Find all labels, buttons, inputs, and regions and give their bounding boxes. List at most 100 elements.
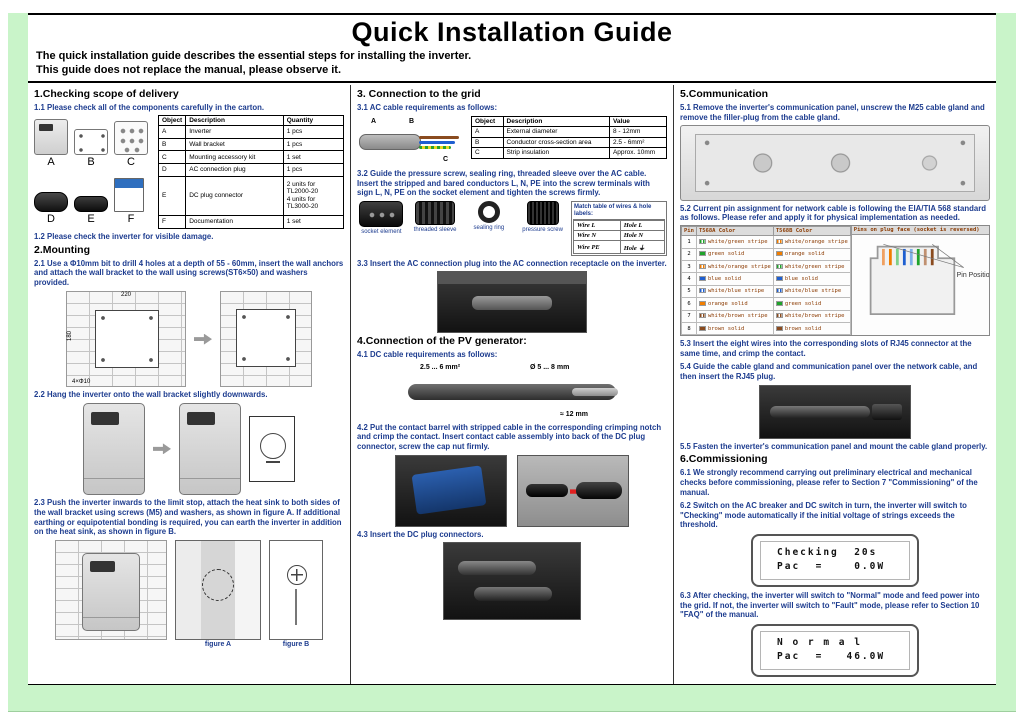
t568b-color: white/orange stripe — [772, 235, 851, 249]
inverter-drawing — [179, 402, 241, 495]
step-2-2: 2.2 Hang the inverter onto the wall brac… — [34, 390, 268, 400]
dc-cable-diagram: 2.5 ... 6 mm² Ø 5 ... 8 mm ≈ 12 mm — [402, 362, 622, 420]
sealing-ring-label: sealing ring — [473, 225, 505, 232]
intro-line-2: This guide does not replace the manual, … — [36, 63, 342, 76]
mounting-kit-image — [114, 120, 148, 155]
communication-panel-image — [680, 124, 990, 201]
cell-object: B — [471, 136, 504, 149]
socket-element-label: socket element — [361, 229, 402, 236]
socket-element-part: socket element — [357, 201, 406, 236]
cell-description: Strip insulation — [502, 147, 610, 159]
dc-cable-image — [408, 383, 618, 400]
color-swatch — [698, 251, 706, 257]
wall-drilling-figure: 220 180 4×Φ10 — [34, 291, 344, 388]
step-5-5: 5.5 Fasten the inverter's communication … — [680, 441, 988, 451]
figure-wall-inverter — [55, 540, 167, 641]
pressure-screw-part: pressure screw — [518, 201, 567, 234]
plug-face-header: Pins on plug face (socket is reversed) — [851, 226, 989, 236]
figure-b-label: figure B — [282, 641, 310, 649]
hole-cell: Hole L — [619, 220, 666, 232]
color-swatch — [698, 325, 706, 331]
color-name: white/green stripe — [784, 263, 845, 270]
cell-quantity: 1 pcs — [282, 163, 345, 177]
wall-bracket-image — [74, 128, 108, 155]
t568b-color: white/brown stripe — [772, 309, 851, 323]
lcd-line-1: N o r m a l — [777, 637, 862, 649]
lcd-display-checking: Checking 20s Pac = 0.0W — [751, 534, 919, 587]
lcd-line-2: Pac = 46.0W — [777, 651, 886, 663]
pin-number: 1 — [681, 235, 697, 249]
delivery-components-figure: A B C D E — [34, 114, 345, 229]
ac-cable-requirements-figure: A B C Object Description Value — [357, 115, 668, 166]
figure-b-wrap: figure B — [269, 540, 323, 648]
step-5-4: 5.4 Guide the cable gland and communicat… — [680, 361, 978, 381]
hang-inverter-figure — [34, 402, 344, 495]
wire-n — [419, 140, 455, 144]
t568a-color: brown solid — [695, 321, 774, 336]
cable-sheath — [359, 133, 421, 150]
wall-bracket-plate — [95, 310, 159, 369]
color-name: white/brown stripe — [707, 313, 768, 320]
sealing-ring-image — [477, 201, 500, 224]
rj45-plug-face-panel: Pins on plug face (socket is reversed) — [850, 226, 989, 336]
col-object: Object — [157, 114, 187, 127]
color-swatch — [775, 251, 783, 257]
col-quantity: Quantity — [282, 114, 345, 127]
figure-a-image — [175, 540, 261, 641]
step-3-3: 3.3 Insert the AC connection plug into t… — [357, 259, 667, 269]
t568b-color: green solid — [772, 297, 851, 311]
lcd-screen: N o r m a l Pac = 46.0W — [760, 631, 910, 670]
t568a-color: blue solid — [695, 272, 774, 286]
step-5-2: 5.2 Current pin assignment for network c… — [680, 203, 987, 223]
color-name: blue solid — [707, 276, 742, 283]
cell-description: External diameter — [502, 126, 610, 138]
step-4-2: 4.2 Put the contact barrel with stripped… — [357, 422, 662, 452]
t568a-color: white/green stripe — [695, 235, 774, 249]
color-name: orange solid — [707, 300, 748, 307]
label-c: C — [127, 155, 135, 168]
component-row-2 — [34, 172, 152, 212]
threaded-sleeve-image — [415, 201, 456, 226]
pin-number: 4 — [681, 272, 697, 286]
cell-value: 2.5 - 6mm² — [608, 136, 668, 149]
socket-element-image — [359, 201, 404, 228]
rj45-connector-icon: Pin Position — [869, 244, 989, 316]
crimping-tool-photo — [395, 455, 507, 528]
column-3: 5.Communication 5.1 Remove the inverter'… — [673, 85, 996, 684]
hook-detail-inset — [249, 415, 295, 482]
ac-plug-image — [34, 191, 68, 212]
component-labels-row-1: A B C — [34, 156, 152, 168]
color-swatch — [698, 288, 706, 294]
lcd-line-1: Checking 20s — [777, 547, 878, 559]
cell-value: Approx. 10mm — [608, 147, 668, 159]
component-row-1 — [34, 115, 152, 155]
pin-number: 3 — [681, 259, 697, 274]
label-b: B — [87, 155, 95, 168]
cell-quantity: 1 set — [282, 150, 345, 165]
arrow-right-icon — [194, 333, 212, 345]
color-swatch — [775, 313, 783, 319]
color-swatch — [698, 300, 706, 306]
color-swatch — [775, 288, 783, 294]
wall-with-dimensions-diagram: 220 180 4×Φ10 — [66, 291, 186, 388]
section-3-heading: 3. Connection to the grid — [357, 88, 481, 100]
t568a-color: white/brown stripe — [695, 309, 774, 323]
col-object: Object — [471, 115, 504, 128]
dc-diameter-label: Ø 5 ... 8 mm — [530, 363, 570, 371]
qty-line-1: 2 units for TL2000-20 — [286, 180, 319, 196]
cable-gland-assembly-photo — [759, 384, 911, 439]
column-2: 3. Connection to the grid 3.1 AC cable r… — [350, 85, 673, 684]
color-swatch — [698, 276, 706, 282]
three-column-layout: 1.Checking scope of delivery 1.1 Please … — [28, 85, 996, 684]
cell-description: Inverter — [185, 125, 284, 139]
color-name: brown solid — [707, 325, 745, 332]
step-4-1: 4.1 DC cable requirements as follows: — [357, 349, 498, 359]
